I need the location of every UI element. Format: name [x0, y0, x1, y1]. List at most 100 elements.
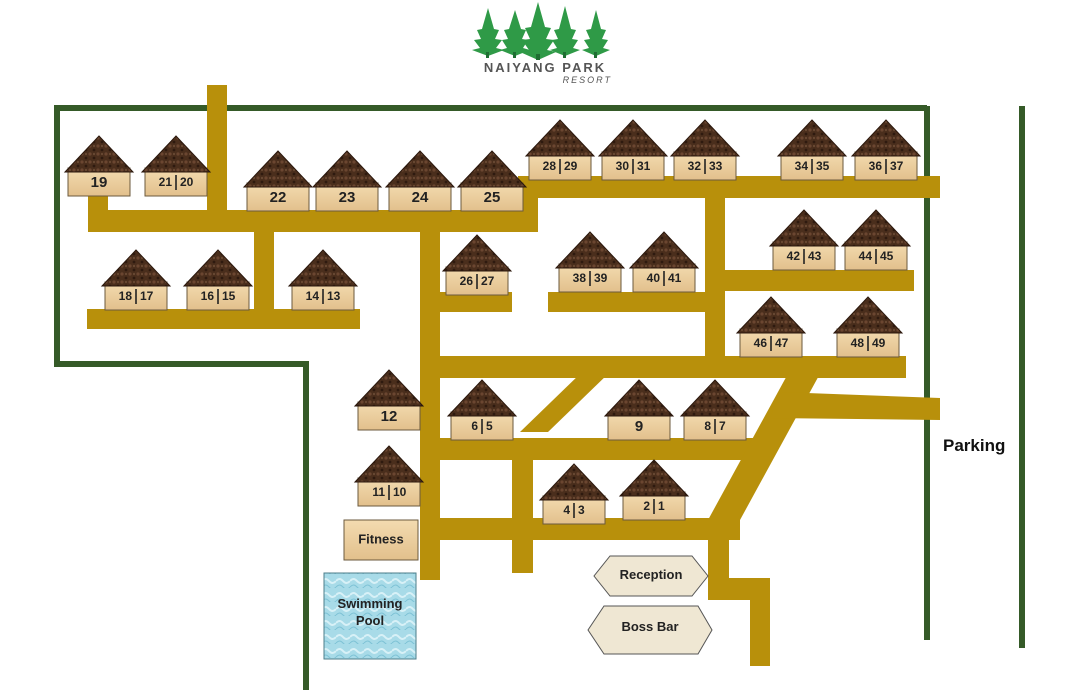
roof-icon	[538, 463, 610, 501]
roof-icon	[735, 296, 807, 334]
bungalow-number-left: 2	[643, 499, 650, 513]
bungalow-number-left: 34	[795, 159, 809, 173]
boss-bar-building[interactable]: Boss Bar	[587, 605, 713, 655]
bungalow-wall	[315, 182, 379, 212]
bungalow-number-left: 40	[647, 271, 661, 285]
walkways	[87, 85, 940, 666]
bungalow-number-right: 45	[880, 249, 894, 263]
bungalow-number-right: 33	[709, 159, 723, 173]
roof-icon	[353, 369, 425, 407]
bungalow-number-right: 47	[775, 336, 789, 350]
reception-label: Reception	[620, 567, 683, 582]
reception-building[interactable]: Reception	[593, 555, 709, 597]
bungalow-38-39[interactable]: 38 39	[554, 231, 626, 293]
bungalow-wall	[246, 182, 310, 212]
bungalow-number-right: 15	[222, 289, 236, 303]
bungalow-number-right: 41	[668, 271, 682, 285]
bungalow-23[interactable]: 23	[311, 150, 383, 212]
roof-icon	[140, 135, 212, 173]
logo-trees-icon	[472, 2, 610, 60]
bungalow-25[interactable]: 25	[456, 150, 528, 212]
roof-icon	[384, 150, 456, 188]
bungalow-number-right: 49	[872, 336, 886, 350]
bungalow-19[interactable]: 19	[63, 135, 135, 197]
bungalow-number-right: 29	[564, 159, 578, 173]
bungalow-number-left: 6	[471, 419, 478, 433]
bungalow-number-left: 36	[869, 159, 883, 173]
bungalow-30-31[interactable]: 30 31	[597, 119, 669, 181]
bungalow-number: 12	[381, 408, 398, 425]
bungalow-number: 24	[412, 189, 429, 206]
bungalow-40-41[interactable]: 40 41	[628, 231, 700, 293]
bungalow-number-left: 38	[573, 271, 587, 285]
roof-icon	[446, 379, 518, 417]
bungalow-26-27[interactable]: 26 27	[441, 234, 513, 296]
bungalow-number-left: 48	[851, 336, 865, 350]
swimming-pool[interactable]: Swimming Pool	[323, 572, 417, 660]
roof-icon	[441, 234, 513, 272]
bungalow-number-left: 28	[543, 159, 557, 173]
roof-icon	[603, 379, 675, 417]
bungalow-9[interactable]: 9	[603, 379, 675, 441]
bungalow-34-35[interactable]: 34 35	[776, 119, 848, 181]
fitness-label: Fitness	[358, 531, 404, 546]
roof-icon	[242, 150, 314, 188]
roof-icon	[63, 135, 135, 173]
bungalow-number-right: 31	[637, 159, 651, 173]
bungalow-24[interactable]: 24	[384, 150, 456, 212]
bungalow-48-49[interactable]: 48 49	[832, 296, 904, 358]
bungalow-number-left: 30	[616, 159, 630, 173]
roof-icon	[850, 119, 922, 157]
bungalow-number-left: 8	[704, 419, 711, 433]
bungalow-12[interactable]: 12	[353, 369, 425, 431]
logo-subtitle: RESORT	[562, 75, 612, 85]
roof-icon	[768, 209, 840, 247]
bungalow-number-left: 44	[859, 249, 873, 263]
roof-icon	[628, 231, 700, 269]
roof-icon	[100, 249, 172, 287]
bungalow-number: 19	[91, 174, 108, 191]
bungalow-number: 9	[635, 418, 643, 435]
bungalow-44-45[interactable]: 44 45	[840, 209, 912, 271]
bungalow-number-right: 43	[808, 249, 822, 263]
bungalow-number-right: 3	[578, 503, 585, 517]
roof-icon	[669, 119, 741, 157]
resort-logo: NAIYANG PARK RESORT	[470, 60, 620, 85]
bungalow-number-right: 13	[327, 289, 341, 303]
boss-bar-label: Boss Bar	[621, 619, 678, 634]
bungalow-number-right: 27	[481, 274, 495, 288]
roof-icon	[182, 249, 254, 287]
bungalow-28-29[interactable]: 28 29	[524, 119, 596, 181]
bungalow-number: 23	[339, 189, 356, 206]
bungalow-22[interactable]: 22	[242, 150, 314, 212]
bungalow-number-right: 5	[486, 419, 493, 433]
logo-name: NAIYANG PARK	[483, 60, 607, 75]
roof-icon	[618, 459, 690, 497]
bungalow-number-right: 17	[140, 289, 154, 303]
bungalow-number-left: 4	[563, 503, 570, 517]
bungalow-wall	[388, 182, 452, 212]
pool-label-line1: Swimming	[337, 596, 402, 611]
bungalow-number-left: 46	[754, 336, 768, 350]
fitness-building[interactable]: Fitness	[343, 519, 419, 561]
bungalow-46-47[interactable]: 46 47	[735, 296, 807, 358]
roof-icon	[456, 150, 528, 188]
bungalow-number: 22	[270, 189, 287, 206]
bungalow-number-left: 26	[460, 274, 474, 288]
roof-icon	[840, 209, 912, 247]
bungalow-number-right: 39	[594, 271, 608, 285]
bungalow-wall	[607, 411, 671, 441]
bungalow-number-right: 35	[816, 159, 830, 173]
